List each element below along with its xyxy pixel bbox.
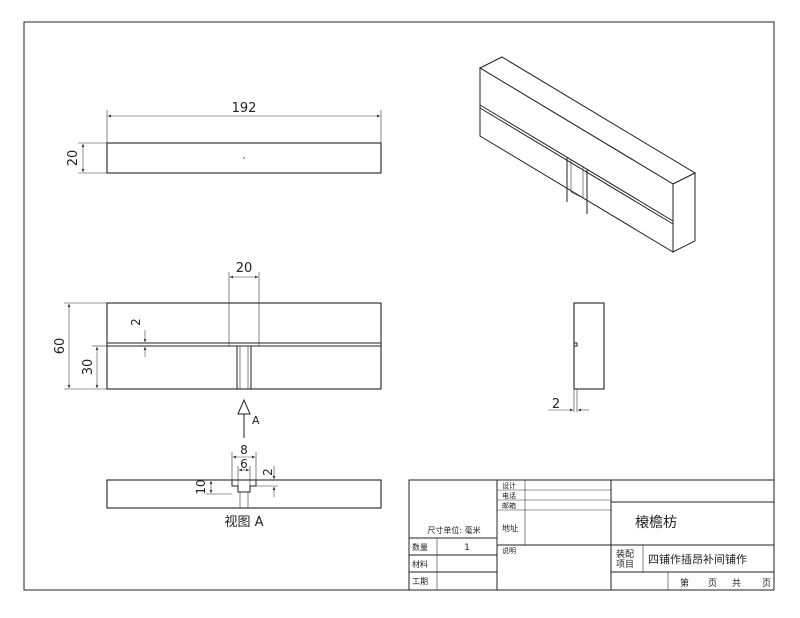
design-label: 设计 bbox=[502, 481, 516, 490]
side-view-body bbox=[573, 302, 605, 390]
title-block: 尺寸单位: 毫米 数量 1 材料 工期 设计 电话 邮箱 地址 说明 榱檐枋 装… bbox=[408, 479, 775, 591]
top-view: 192 20 bbox=[66, 101, 382, 174]
part-name: 榱檐枋 bbox=[635, 514, 677, 531]
assembly-label-2: 项目 bbox=[616, 559, 634, 570]
sheet-border bbox=[23, 21, 775, 591]
section-view-a: 8 6 2 10 视图 A bbox=[106, 443, 382, 530]
view-arrow-label: A bbox=[252, 414, 260, 427]
iso-end-face bbox=[672, 172, 696, 253]
isometric-view bbox=[478, 56, 697, 253]
dim-front-height: 60 bbox=[53, 338, 68, 355]
postcode-label: 邮箱 bbox=[502, 501, 516, 510]
dim-section-outer: 8 bbox=[240, 443, 248, 457]
dim-front-groove: 2 bbox=[129, 318, 143, 326]
dim-top-length: 192 bbox=[232, 101, 257, 116]
material-label: 材料 bbox=[412, 559, 428, 569]
total-label: 共 bbox=[732, 578, 741, 589]
qty-value: 1 bbox=[464, 543, 470, 553]
view-caption: 视图 A bbox=[224, 515, 263, 530]
dim-front-half: 30 bbox=[81, 359, 96, 376]
dim-section-height: 10 bbox=[194, 479, 208, 494]
page-label: 第 bbox=[680, 577, 689, 589]
side-view: 2 bbox=[548, 302, 605, 412]
dim-section-inner: 6 bbox=[240, 457, 248, 471]
unit-label: 尺寸单位: 毫米 bbox=[427, 525, 480, 535]
dim-side-groove: 2 bbox=[552, 397, 560, 412]
dim-top-height: 20 bbox=[66, 150, 81, 167]
address-label: 地址 bbox=[502, 523, 518, 533]
phone-label: 电话 bbox=[502, 491, 516, 500]
dim-section-depth: 2 bbox=[261, 468, 275, 476]
page-unit: 页 bbox=[708, 578, 717, 589]
assembly-value: 四铺作插昂补间铺作 bbox=[648, 552, 747, 566]
front-view: 20 60 30 2 bbox=[53, 261, 382, 390]
process-label: 工期 bbox=[412, 577, 428, 586]
dim-front-slot-width: 20 bbox=[236, 261, 253, 276]
section-view-body bbox=[106, 479, 382, 509]
view-arrow: A bbox=[237, 398, 260, 438]
assembly-label-1: 装配 bbox=[616, 548, 634, 560]
top-view-body bbox=[106, 142, 382, 174]
total-unit: 页 bbox=[762, 578, 771, 589]
note-label: 说明 bbox=[502, 546, 516, 555]
qty-label: 数量 bbox=[412, 542, 428, 552]
